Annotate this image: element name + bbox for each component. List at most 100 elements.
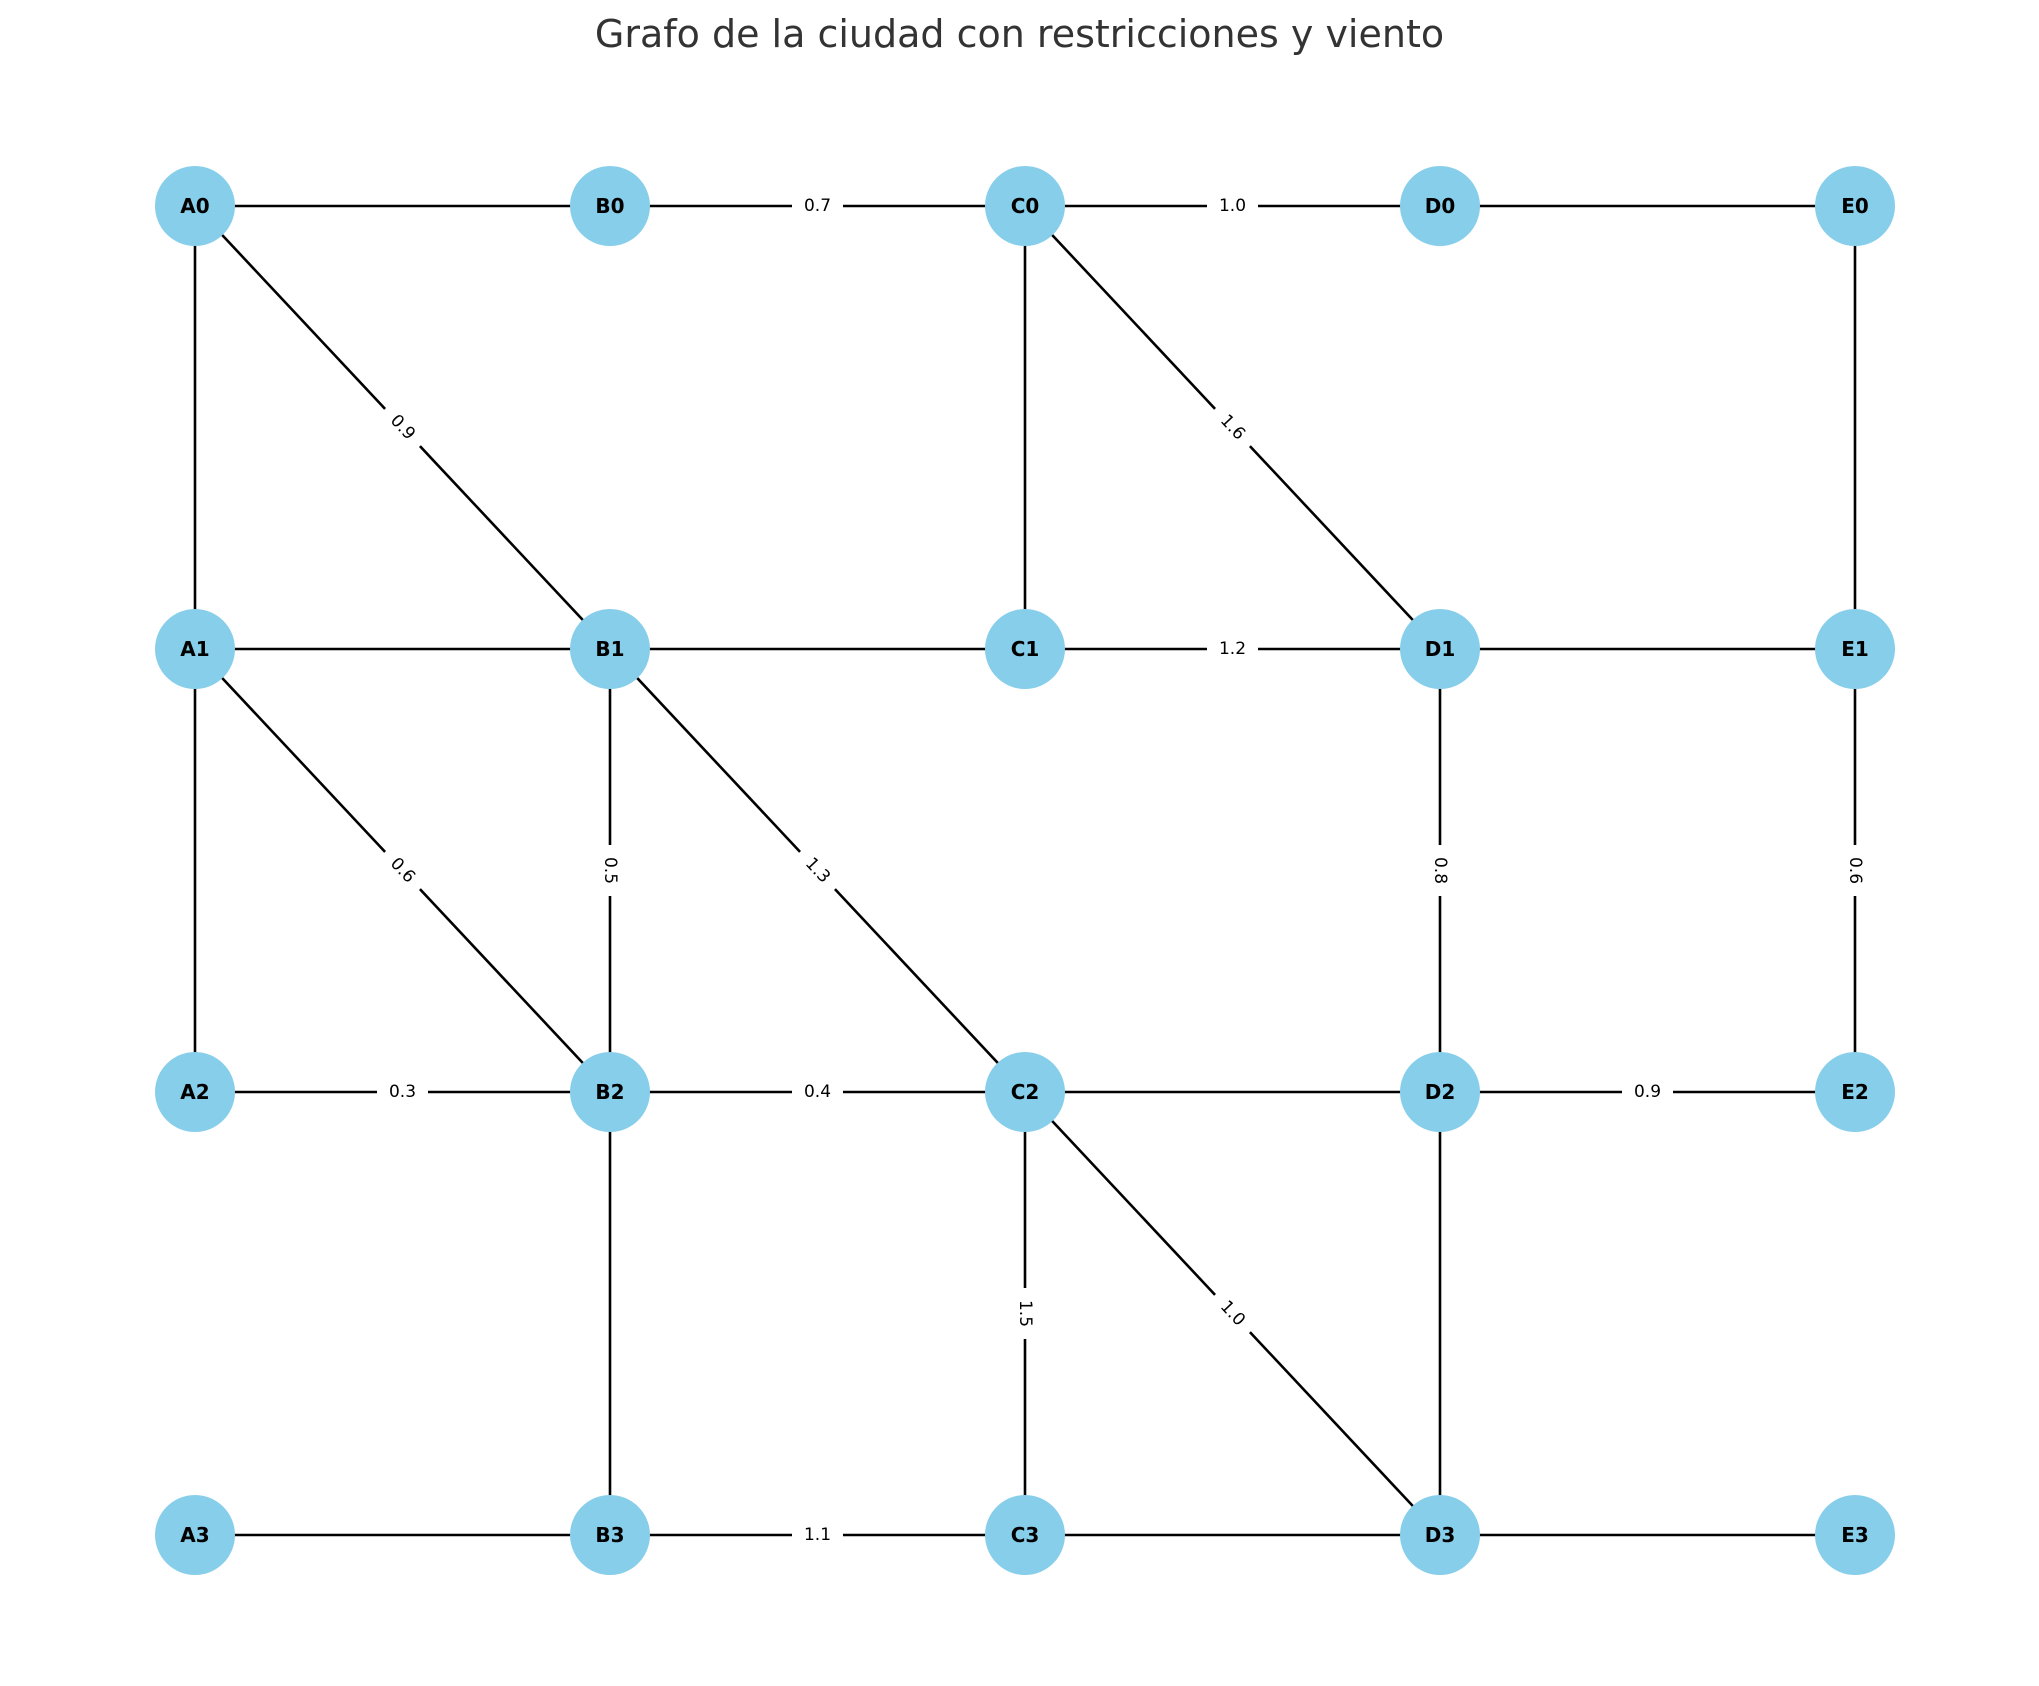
edge-label-background: [1427, 845, 1453, 896]
node-circle: [985, 166, 1065, 246]
edge-weight-label: 0.4: [804, 1082, 831, 1102]
edge-label-background: [597, 845, 623, 896]
edge-label-background: [790, 843, 845, 898]
node-label: E1: [1841, 637, 1869, 661]
node-label: D2: [1425, 1080, 1456, 1104]
node-label: D0: [1425, 194, 1456, 218]
node-circle: [1400, 609, 1480, 689]
edge-weight-label: 1.5: [1015, 1300, 1035, 1327]
edge-label-group: 1.1: [792, 1522, 843, 1548]
node-label: C1: [1011, 637, 1040, 661]
node-A1: A1: [155, 609, 235, 689]
node-C1: C1: [985, 609, 1065, 689]
edge-label-background: [792, 193, 843, 219]
node-circle: [985, 609, 1065, 689]
node-C3: C3: [985, 1495, 1065, 1575]
node-circle: [155, 1495, 235, 1575]
node-circle: [1815, 166, 1895, 246]
node-B1: B1: [570, 609, 650, 689]
edge-label-group: 1.2: [1207, 636, 1258, 662]
edge-label-background: [377, 1079, 428, 1105]
edge-weight-label: 1.0: [1219, 196, 1246, 216]
edge-label-background: [375, 400, 430, 455]
edge-label-background: [1622, 1079, 1673, 1105]
edge-weight-label: 1.2: [1219, 639, 1246, 659]
node-D3: D3: [1400, 1495, 1480, 1575]
node-circle: [1400, 166, 1480, 246]
edge-label-background: [375, 843, 430, 898]
node-label: D3: [1425, 1523, 1456, 1547]
node-D2: D2: [1400, 1052, 1480, 1132]
node-label: B3: [595, 1523, 624, 1547]
node-E1: E1: [1815, 609, 1895, 689]
edge-label-group: 0.6: [1842, 845, 1868, 896]
edge-label-background: [1205, 1286, 1260, 1341]
edge-label-group: 1.5: [1012, 1288, 1038, 1339]
node-circle: [1400, 1495, 1480, 1575]
edge-label-background: [792, 1522, 843, 1548]
edge-weight-label: 0.8: [1430, 857, 1450, 884]
node-label: B2: [595, 1080, 624, 1104]
edge-label-background: [1842, 845, 1868, 896]
edge-weight-label: 0.3: [389, 1082, 416, 1102]
node-circle: [1815, 1052, 1895, 1132]
edge-weight-label: 0.9: [1634, 1082, 1661, 1102]
edge-weight-label: 0.7: [804, 196, 831, 216]
node-circle: [570, 166, 650, 246]
node-C0: C0: [985, 166, 1065, 246]
node-label: C0: [1011, 194, 1040, 218]
node-circle: [155, 1052, 235, 1132]
node-circle: [155, 609, 235, 689]
edge-label-background: [1207, 636, 1258, 662]
node-label: A1: [180, 637, 209, 661]
node-A2: A2: [155, 1052, 235, 1132]
node-B3: B3: [570, 1495, 650, 1575]
edge-label-group: 0.8: [1427, 845, 1453, 896]
node-C2: C2: [985, 1052, 1065, 1132]
node-label: E2: [1841, 1080, 1869, 1104]
node-circle: [570, 1495, 650, 1575]
edge-label-group: 0.3: [377, 1079, 428, 1105]
node-E2: E2: [1815, 1052, 1895, 1132]
diagram-title: Grafo de la ciudad con restricciones y v…: [594, 12, 1445, 56]
node-B0: B0: [570, 166, 650, 246]
node-A0: A0: [155, 166, 235, 246]
edge-label-group: 0.4: [792, 1079, 843, 1105]
node-circle: [985, 1052, 1065, 1132]
edge-label-group: 0.5: [597, 845, 623, 896]
node-label: E0: [1841, 194, 1869, 218]
edge-label-background: [1012, 1288, 1038, 1339]
node-D1: D1: [1400, 609, 1480, 689]
edge-label-background: [1207, 193, 1258, 219]
node-label: B0: [595, 194, 624, 218]
node-circle: [1815, 1495, 1895, 1575]
node-label: A2: [180, 1080, 209, 1104]
edge-label-group: 0.9: [1622, 1079, 1673, 1105]
node-circle: [985, 1495, 1065, 1575]
node-circle: [155, 166, 235, 246]
edge-weight-label: 1.1: [804, 1525, 831, 1545]
node-label: C3: [1011, 1523, 1040, 1547]
node-circle: [570, 609, 650, 689]
node-label: A3: [180, 1523, 209, 1547]
edge-label-background: [792, 1079, 843, 1105]
node-A3: A3: [155, 1495, 235, 1575]
node-D0: D0: [1400, 166, 1480, 246]
node-E3: E3: [1815, 1495, 1895, 1575]
node-label: C2: [1011, 1080, 1040, 1104]
node-circle: [1400, 1052, 1480, 1132]
node-circle: [570, 1052, 650, 1132]
edge-label-group: 1.0: [1207, 193, 1258, 219]
edge-label-group: 0.7: [792, 193, 843, 219]
node-label: B1: [595, 637, 624, 661]
node-E0: E0: [1815, 166, 1895, 246]
edge-label-background: [1205, 400, 1260, 455]
node-label: A0: [180, 194, 209, 218]
node-B2: B2: [570, 1052, 650, 1132]
edge-weight-label: 0.6: [1845, 857, 1865, 884]
edge-weight-label: 0.5: [600, 857, 620, 884]
node-label: D1: [1425, 637, 1456, 661]
